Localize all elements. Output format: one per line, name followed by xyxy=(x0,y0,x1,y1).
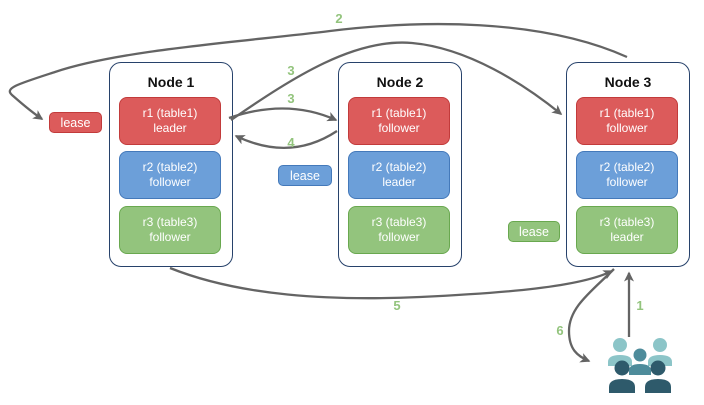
node-1-box: Node 1 r1 (table1) leader r2 (table2) fo… xyxy=(109,62,233,267)
arrow-step4-node2-to-node1 xyxy=(234,130,338,150)
replica-name: r3 (table3) xyxy=(371,215,427,229)
node-3-title: Node 3 xyxy=(604,74,652,90)
arrow-step5-node1-to-node3 xyxy=(169,266,614,300)
step-label-3a: 3 xyxy=(287,63,294,78)
lease-badge-table2: lease xyxy=(278,165,332,186)
replica-role: follower xyxy=(149,175,191,189)
step-label-5: 5 xyxy=(393,298,400,313)
step-label-3b: 3 xyxy=(287,91,294,106)
replica-role: follower xyxy=(149,230,191,244)
replica-role: leader xyxy=(610,230,644,244)
node-2-title: Node 2 xyxy=(376,74,424,90)
replica-name: r1 (table1) xyxy=(142,106,198,120)
step-label-2: 2 xyxy=(335,11,342,26)
replica-role: follower xyxy=(378,121,420,135)
node3-replica-r1: r1 (table1) follower xyxy=(576,97,678,145)
replica-name: r1 (table1) xyxy=(599,106,655,120)
node-1-title: Node 1 xyxy=(147,74,195,90)
arrow-step2-node3-to-lease xyxy=(8,22,628,120)
step-label-4: 4 xyxy=(287,135,295,150)
node3-replica-r3: r3 (table3) leader xyxy=(576,206,678,254)
replica-name: r1 (table1) xyxy=(371,106,427,120)
replica-name: r2 (table2) xyxy=(142,160,198,174)
node1-replica-r3: r3 (table3) follower xyxy=(119,206,221,254)
step-label-1: 1 xyxy=(636,298,643,313)
node1-replica-r1: r1 (table1) leader xyxy=(119,97,221,145)
replica-role: follower xyxy=(606,121,648,135)
node2-replica-r2: r2 (table2) leader xyxy=(348,151,450,199)
replica-role: follower xyxy=(378,230,420,244)
lease-badge-table1: lease xyxy=(49,112,102,133)
replica-name: r2 (table2) xyxy=(371,160,427,174)
lease-label: lease xyxy=(519,224,549,239)
node2-replica-r1: r1 (table1) follower xyxy=(348,97,450,145)
lease-label: lease xyxy=(60,115,91,130)
arrow-step6-node3-to-users xyxy=(567,268,615,363)
users-icon xyxy=(608,338,672,393)
replica-role: leader xyxy=(153,121,187,135)
node3-replica-r2: r2 (table2) follower xyxy=(576,151,678,199)
replica-name: r3 (table3) xyxy=(599,215,655,229)
step-label-6: 6 xyxy=(556,323,563,338)
replica-name: r3 (table3) xyxy=(142,215,198,229)
arrow-step3-node1-to-node2 xyxy=(228,107,338,122)
node-3-box: Node 3 r1 (table1) follower r2 (table2) … xyxy=(566,62,690,267)
replica-name: r2 (table2) xyxy=(599,160,655,174)
lease-badge-table3: lease xyxy=(508,221,560,242)
lease-label: lease xyxy=(290,168,320,183)
node1-replica-r2: r2 (table2) follower xyxy=(119,151,221,199)
node-2-box: Node 2 r1 (table1) follower r2 (table2) … xyxy=(338,62,462,267)
replica-role: leader xyxy=(382,175,416,189)
node2-replica-r3: r3 (table3) follower xyxy=(348,206,450,254)
replica-role: follower xyxy=(606,175,648,189)
